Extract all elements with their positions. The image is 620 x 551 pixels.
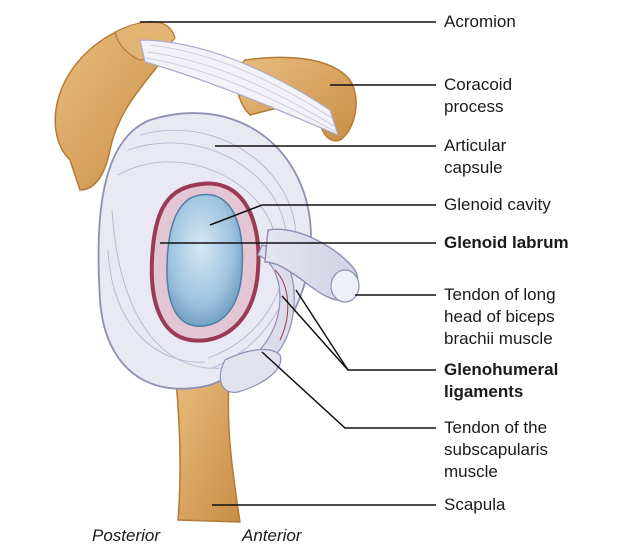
label-glenoid-labrum: Glenoid labrum xyxy=(444,232,569,254)
label-glenohumeral-ligaments: Glenohumeral ligaments xyxy=(444,359,558,403)
scapula-shaft xyxy=(175,370,240,522)
label-biceps-tendon: Tendon of long head of biceps brachii mu… xyxy=(444,284,556,350)
label-posterior: Posterior xyxy=(92,526,160,546)
label-subscapularis-tendon: Tendon of the subscapularis muscle xyxy=(444,417,548,483)
glenoid-cavity xyxy=(167,195,242,327)
biceps-tendon-end xyxy=(331,270,359,302)
label-scapula: Scapula xyxy=(444,494,505,516)
leader-glenohumeral-2 xyxy=(296,290,348,370)
leader-glenohumeral xyxy=(282,296,436,370)
leader-subscapularis xyxy=(262,352,436,428)
label-coracoid-process: Coracoid process xyxy=(444,74,512,118)
label-glenoid-cavity: Glenoid cavity xyxy=(444,194,551,216)
label-articular-capsule: Articular capsule xyxy=(444,135,506,179)
label-anterior: Anterior xyxy=(242,526,302,546)
label-acromion: Acromion xyxy=(444,11,516,33)
